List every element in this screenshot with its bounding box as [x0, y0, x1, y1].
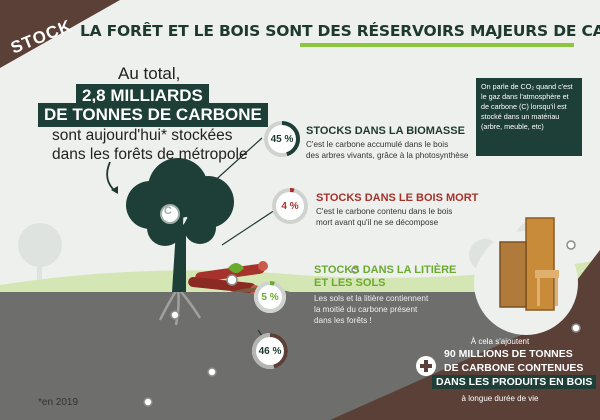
products-line2: DE CARBONE CONTENUES [444, 362, 584, 374]
stock-soil-desc3: dans les forêts ! [314, 316, 372, 325]
products-line3: DANS LES PRODUITS EN BOIS [432, 375, 597, 389]
stock-soil-title2: ET LES SOLS [314, 277, 386, 289]
ring-background [254, 281, 286, 313]
products-outro: à longue durée de vie [461, 394, 539, 403]
stock-soil-desc2: la moitié du carbone présent [314, 305, 418, 314]
title-underline [300, 43, 574, 47]
stock-biomass-desc2: des arbres vivants, grâce à la photosynt… [306, 151, 469, 160]
products-line1: 90 MILLIONS DE TONNES [444, 348, 573, 360]
main-title: LA FORÊT ET LE BOIS SONT DES RÉSERVOIRS … [80, 22, 600, 40]
ring-background [272, 188, 308, 224]
stock-soil-title1: STOCKS DANS LA LITIÈRE [314, 264, 457, 276]
stock-biomass-desc1: C'est le carbone accumulé dans le bois [306, 140, 449, 149]
title-part1: LA FORÊT ET LE BOIS SONT DES [80, 22, 357, 40]
ring-arc [272, 188, 308, 224]
ring-arc [254, 281, 286, 313]
stock-deadwood-title: STOCKS DANS LE BOIS MORT [316, 192, 479, 204]
total-desc-line1: sont aujourd'hui* stockées [52, 127, 233, 144]
stock-soil-percent: 5 % [261, 292, 279, 303]
ring-background [252, 333, 288, 369]
ring-arc [252, 333, 288, 369]
products-intro: À cela s'ajoutent [470, 337, 530, 346]
stock-deadwood-percent: 4 % [281, 201, 299, 212]
ring-background [264, 121, 300, 157]
total-intro: Au total, [118, 64, 181, 83]
title-part2: RÉSERVOIRS MAJEURS DE CARBONE [356, 22, 600, 40]
stock-biomass-percent: 45 % [270, 134, 294, 145]
stock-deadwood-desc1: C'est le carbone contenu dans le bois [316, 207, 453, 216]
stock-deadwood-desc2: mort avant qu'il ne se décompose [316, 218, 439, 227]
stock-biomass-title: STOCKS DANS LA BIOMASSE [306, 125, 465, 137]
stock-soil-desc1: Les sols et la litière contiennent [314, 294, 429, 303]
total-unit: DE TONNES DE CARBONE [38, 103, 268, 127]
footnote: *en 2019 [38, 397, 79, 408]
total-desc-line2: dans les forêts de métropole [52, 146, 248, 163]
ring-arc [264, 121, 300, 157]
info-box: On parle de CO₂ quand c'est le gaz dans … [476, 78, 582, 156]
stock-soil-total-percent: 46 % [258, 346, 282, 357]
carbon-icon: C [164, 205, 172, 217]
